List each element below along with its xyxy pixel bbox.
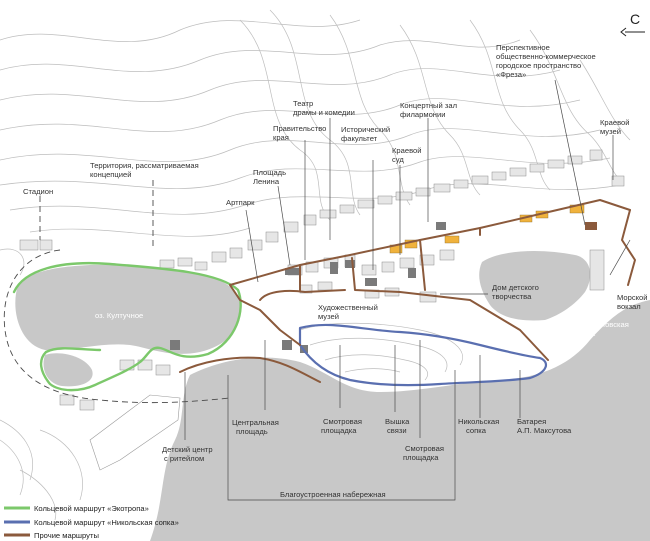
label-concert-2: филармонии: [400, 110, 446, 119]
routes: [12, 199, 636, 392]
label-children-house-2: творчества: [492, 292, 532, 301]
label-bay-2: губа: [580, 329, 596, 338]
route-ecotrail: [12, 261, 242, 392]
label-museum-1: Краевой: [600, 118, 630, 127]
label-territory-1: Территория, рассматриваемая: [90, 161, 199, 170]
terrain-contours: [0, 9, 631, 521]
label-viewing-2a: Смотровая: [405, 444, 444, 453]
label-gov-1: Правительство: [273, 124, 326, 133]
label-children-center-1: Детский центр: [162, 445, 213, 454]
label-children-center-2: с ритейлом: [164, 454, 204, 463]
label-perspective-3: городское пространство: [496, 61, 581, 70]
route-embankment: [179, 356, 321, 383]
label-court-2: суд: [392, 155, 404, 164]
legend-label-brown: Прочие маршруты: [34, 531, 99, 540]
map-labels: С Перспективное общественно-коммерческое…: [23, 11, 648, 499]
label-embankment: Благоустроенная набережная: [280, 490, 386, 499]
route-branch-1: [229, 284, 301, 346]
label-concert-1: Концертный зал: [400, 101, 457, 110]
bay-north: [479, 250, 591, 321]
lake-kultuchnoe: [15, 264, 241, 354]
north-mark: С: [630, 11, 640, 27]
label-battery-2: А.П. Максутова: [517, 426, 572, 435]
label-hist-1: Исторический: [341, 125, 390, 134]
label-museum-2: музей: [600, 127, 621, 136]
label-lenin-2: Ленина: [253, 177, 280, 186]
label-theatre-1: Театр: [293, 99, 313, 108]
highlighted-buildings: [389, 204, 585, 254]
route-branch-5: [621, 209, 636, 286]
label-hist-2: факультет: [341, 134, 378, 143]
label-artpark: Артпарк: [226, 198, 255, 207]
label-lake: оз. Култучное: [95, 311, 143, 320]
legend: Кольцевой маршрут «Экотропа» Кольцевой м…: [4, 504, 179, 540]
route-branch-3: [419, 239, 426, 291]
label-sea-station-2: вокзал: [617, 302, 641, 311]
label-viewing-1a: Смотровая: [323, 417, 362, 426]
legend-label-blue: Кольцевой маршрут «Никольская сопка»: [34, 518, 179, 527]
label-theatre-2: драмы и комедии: [293, 108, 355, 117]
label-central-sq-2: площадь: [236, 427, 268, 436]
label-perspective-2: общественно-коммерческое: [496, 52, 596, 61]
label-viewing-2b: площадка: [403, 453, 439, 462]
label-court-1: Краевой: [392, 146, 422, 155]
label-viewing-1b: площадка: [321, 426, 357, 435]
route-branch-2: [351, 257, 549, 361]
label-tower-1: Вышка: [385, 417, 410, 426]
label-tower-2: связи: [387, 426, 407, 435]
buildings: [19, 149, 625, 411]
label-stadium: Стадион: [23, 187, 53, 196]
bay: [150, 300, 650, 541]
legend-label-green: Кольцевой маршрут «Экотропа»: [34, 504, 149, 513]
water-bodies: [15, 250, 650, 541]
label-bay-1: Петропавловская: [567, 320, 629, 329]
label-nikolskaya-1: Никольская: [458, 417, 499, 426]
route-main-street: [229, 199, 631, 286]
label-children-house-1: Дом детского: [492, 283, 539, 292]
route-branch-7: [259, 289, 346, 301]
label-art-museum-2: музей: [318, 312, 339, 321]
territory-boundary: [3, 249, 231, 404]
label-gov-2: края: [273, 133, 289, 142]
island-pier: [89, 394, 181, 471]
label-central-sq-1: Центральная: [232, 418, 279, 427]
label-nikolskaya-2: сопка: [466, 426, 487, 435]
label-perspective-4: «Фреза»: [496, 70, 526, 79]
label-lenin-1: Площадь: [253, 168, 286, 177]
leader-lines: [184, 79, 631, 501]
label-perspective-1: Перспективное: [496, 43, 550, 52]
lake-lower: [43, 353, 93, 387]
route-nikolskaya: [298, 323, 548, 387]
label-sea-station-1: Морской: [617, 293, 648, 302]
label-territory-2: концепцией: [90, 170, 131, 179]
label-battery-1: Батарея: [517, 417, 546, 426]
label-art-museum-1: Художественный: [318, 303, 378, 312]
